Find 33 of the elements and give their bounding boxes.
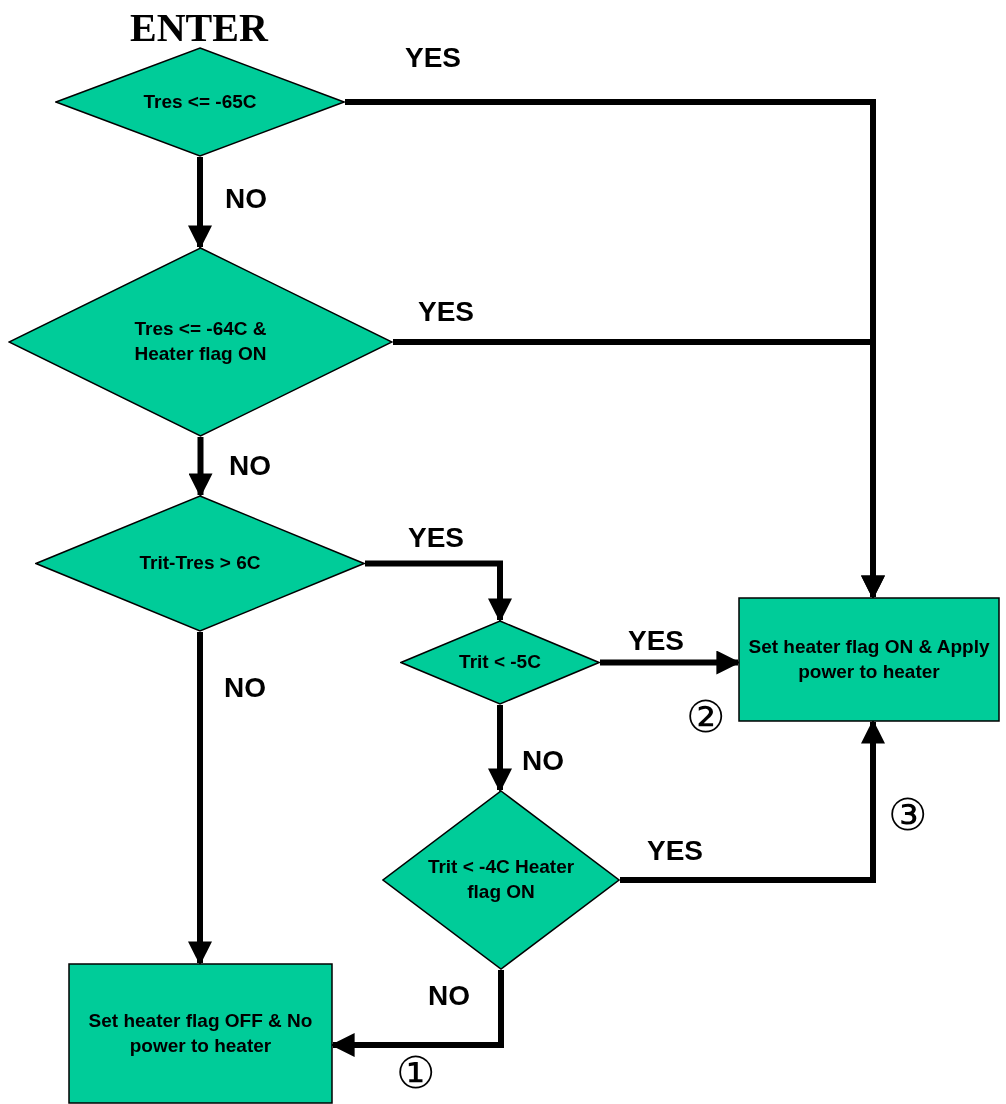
- arrow: [488, 705, 512, 793]
- node-text: Trit < -4C Heater flag ON: [426, 855, 576, 904]
- process-box: [68, 963, 333, 1104]
- edge-label: NO: [428, 980, 470, 1012]
- process-box: [738, 597, 1000, 722]
- callout-number: ②: [686, 696, 725, 740]
- edge-label: NO: [224, 672, 266, 704]
- decision-diamond: [400, 620, 600, 705]
- node-text: Set heater flag ON & Apply power to heater: [747, 634, 991, 684]
- node-text: Trit-Tres > 6C: [138, 551, 262, 576]
- edge-label: YES: [418, 296, 475, 328]
- edge-label: YES: [408, 522, 465, 554]
- edge-label: YES: [628, 625, 685, 657]
- edge-label: NO: [225, 183, 267, 215]
- decision-diamond: [382, 790, 620, 970]
- edge-label: NO: [522, 745, 564, 777]
- arrow: [188, 157, 212, 250]
- node-text: Tres <= -64C & Heater flag ON: [133, 317, 268, 366]
- decision-diamond: [55, 47, 345, 157]
- node-text: Set heater flag OFF & No power to heater: [87, 1008, 314, 1058]
- callout-number: ①: [396, 1052, 435, 1096]
- start-label: ENTER: [130, 8, 268, 48]
- callout-number: ③: [888, 794, 927, 838]
- arrow: [188, 437, 213, 498]
- edge-label: NO: [229, 450, 271, 482]
- edge-label: YES: [647, 835, 704, 867]
- arrow: [365, 560, 512, 623]
- node-text: Tres <= -65C: [142, 89, 258, 114]
- edge-label: YES: [405, 42, 462, 74]
- decision-diamond: [35, 495, 365, 632]
- arrow: [188, 632, 212, 966]
- decision-diamond: [8, 247, 393, 437]
- node-text: Trit < -5C: [458, 650, 542, 675]
